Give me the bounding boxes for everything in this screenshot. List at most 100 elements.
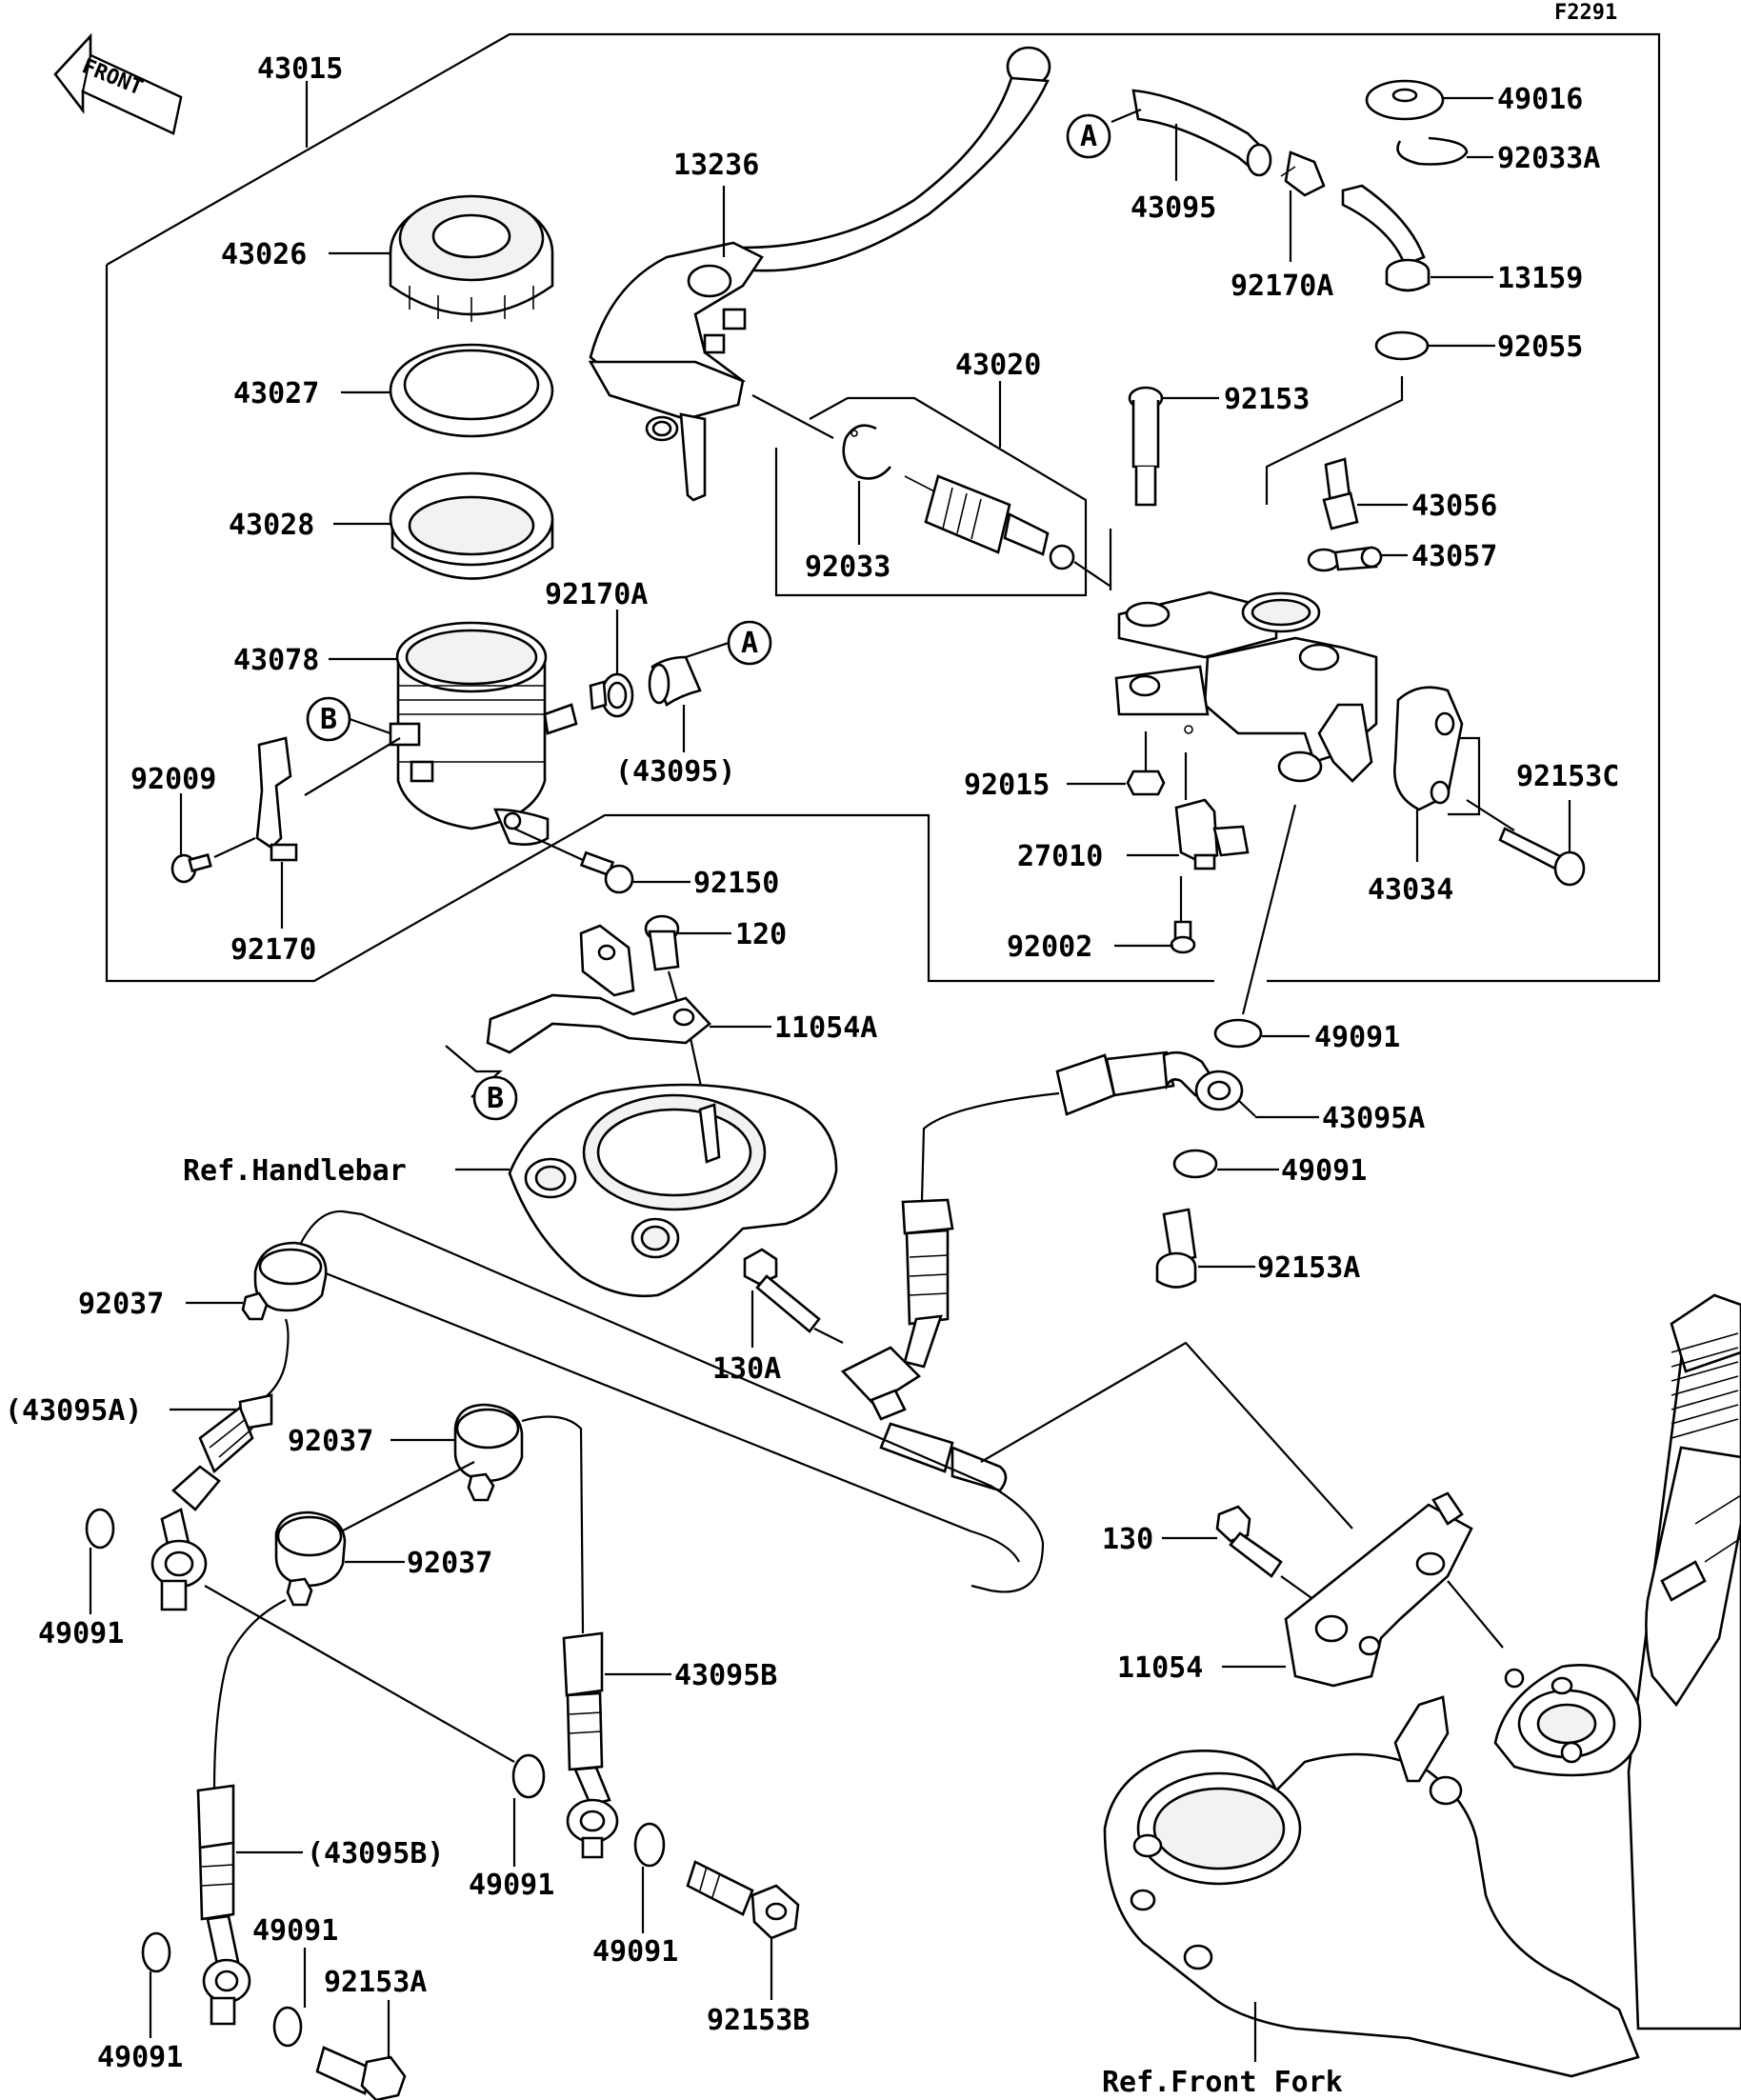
hose-92037-b-tail	[521, 1415, 585, 1634]
label-43078: 43078	[233, 644, 319, 677]
diaphragm-plate-43027	[389, 343, 554, 438]
assembly-outline-lower	[105, 265, 1214, 983]
hose-43095B	[562, 1631, 619, 1859]
bolt-92009	[170, 853, 212, 884]
label-92037-b: 92037	[288, 1425, 373, 1458]
leader-92055-to-body	[1265, 376, 1404, 505]
label-43095A: 43095A	[1322, 1102, 1425, 1135]
master-cylinder-body	[1114, 590, 1378, 783]
label-120: 120	[735, 918, 787, 951]
label-92170A-top: 92170A	[1231, 270, 1333, 303]
label-49091-d: 49091	[469, 1869, 554, 1902]
bolt-130	[1215, 1505, 1283, 1578]
bolt-130A	[743, 1248, 821, 1333]
clamp-92037-c	[274, 1510, 347, 1607]
label-92033A: 92033A	[1497, 142, 1600, 175]
hose-joint-mid	[840, 1198, 1008, 1492]
label-92015: 92015	[964, 769, 1050, 802]
svg-text:A: A	[1080, 120, 1097, 153]
label-92153B: 92153B	[707, 2004, 810, 2037]
leader-92153C-body	[1466, 799, 1515, 831]
label-43095B-paren: (43095B)	[307, 1837, 445, 1870]
label-92150: 92150	[693, 867, 779, 900]
leader-A-mid	[685, 641, 730, 659]
label-43095: 43095	[1131, 191, 1216, 225]
leader-120-down	[667, 970, 680, 1006]
front-fork-assembly	[1103, 1293, 1741, 2078]
bolt-120	[644, 914, 680, 971]
holder-43034	[1393, 686, 1464, 811]
reservoir-cap-43026	[389, 194, 554, 322]
callout-B-lower: B	[472, 1075, 518, 1121]
leader-A-top	[1111, 108, 1142, 124]
leader-lever-piston	[751, 394, 834, 439]
label-92153A-a: 92153A	[1257, 1251, 1360, 1285]
label-92170A-mid: 92170A	[545, 578, 648, 611]
fitting-13159	[1341, 184, 1431, 292]
label-49091-g: 49091	[592, 1935, 678, 1969]
label-43027: 43027	[233, 377, 319, 410]
callout-B-upper: B	[306, 696, 351, 742]
front-arrow-icon: FRONT	[53, 32, 183, 135]
hose-43095A	[920, 1050, 1256, 1201]
label-43095-paren: (43095)	[615, 755, 735, 789]
washer-49091-b	[1172, 1149, 1218, 1179]
leader-mid-to-bracket	[980, 1341, 1353, 1530]
figure-code: F2291	[1554, 1, 1617, 25]
washer-49091-a	[1213, 1018, 1263, 1049]
hose-43095-top	[1131, 89, 1272, 177]
leader-130-down	[1280, 1575, 1315, 1601]
label-43056: 43056	[1411, 490, 1497, 523]
leader-92009b	[213, 837, 256, 858]
hose-92037-c-tail	[212, 1599, 287, 1791]
long-hose-path-b	[296, 1260, 1020, 1563]
leader-92037-b-to-c	[328, 1461, 475, 1539]
label-43015: 43015	[257, 52, 343, 86]
banjo-bolt-92153B	[686, 1860, 800, 1940]
assembly-outline-43015	[106, 32, 1661, 983]
svg-text:B: B	[487, 1082, 504, 1115]
clamp-92170A-top	[1280, 150, 1326, 197]
leader-holder-bolt	[1448, 736, 1481, 816]
label-43095B: 43095B	[674, 1659, 777, 1692]
piston-kit-43020	[904, 474, 1075, 570]
label-ref-front-fork: Ref.Front Fork	[1102, 2066, 1343, 2099]
bleeder-cap-43057	[1307, 546, 1383, 572]
washer-49091-g	[633, 1822, 666, 1868]
bolt-92150	[579, 850, 634, 894]
screw-92002	[1170, 876, 1196, 954]
callout-A-top: A	[1066, 113, 1111, 159]
svg-text:B: B	[320, 703, 337, 736]
hose-segment-43095	[648, 655, 702, 707]
label-92153C: 92153C	[1516, 760, 1619, 793]
circlip-92033A	[1396, 136, 1469, 166]
callout-A-mid: A	[727, 620, 772, 666]
label-43026: 43026	[221, 238, 307, 271]
label-11054: 11054	[1117, 1651, 1203, 1685]
snap-ring-92033	[842, 424, 891, 480]
washer-49091-c	[85, 1508, 115, 1550]
leader-130A-to-clamp	[813, 1328, 844, 1344]
banjo-bolt-92153A-a	[1155, 1208, 1197, 1289]
bolt-92153C	[1498, 827, 1586, 887]
label-49016: 49016	[1497, 83, 1583, 116]
subbox-43020	[774, 396, 1088, 597]
leader-11054-to-fork	[1447, 1580, 1504, 1649]
label-92153: 92153	[1224, 383, 1310, 416]
label-11054A: 11054A	[774, 1011, 877, 1045]
label-92037-a: 92037	[78, 1288, 164, 1321]
washer-49091-f	[272, 2006, 303, 2048]
hose-43095B-lower	[196, 1784, 251, 2026]
washer-49016	[1365, 79, 1445, 121]
label-13236: 13236	[673, 149, 759, 182]
brake-lever-13236	[588, 46, 1051, 502]
leader-B-to-reservoir	[304, 737, 401, 796]
reservoir-43078	[389, 621, 578, 846]
svg-text:A: A	[741, 627, 758, 660]
screw-92153	[1128, 386, 1164, 507]
label-27010: 27010	[1017, 840, 1103, 873]
bleeder-43056	[1322, 457, 1359, 530]
banjo-bolt-92153A-b	[315, 2046, 407, 2100]
